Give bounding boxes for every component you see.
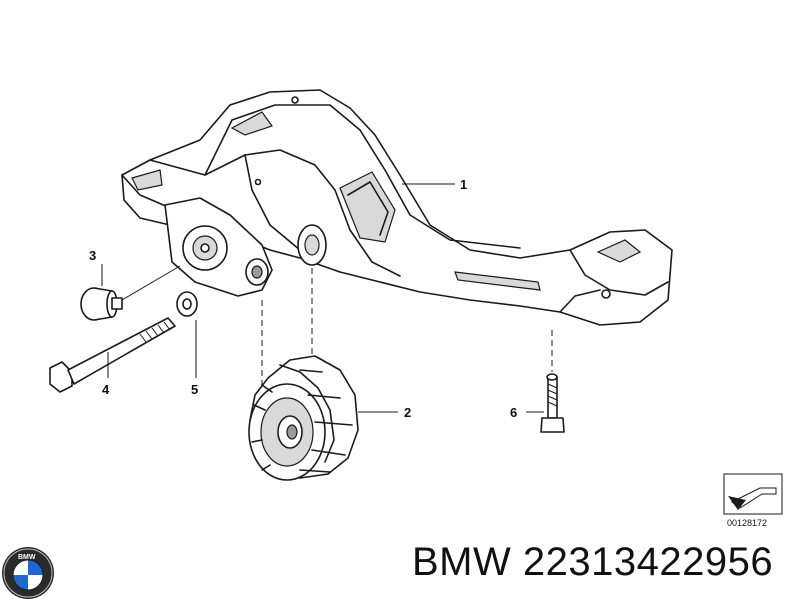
axle-carrier-part-1 xyxy=(121,89,673,326)
bmw-logo-icon: BMW xyxy=(2,547,54,599)
rubber-mount-part-2 xyxy=(248,355,359,481)
stopper-cap-part-3 xyxy=(80,287,123,321)
long-bolt-part-4 xyxy=(49,317,176,393)
callout-1: 1 xyxy=(460,177,467,192)
diagram-reference-box xyxy=(723,473,783,515)
svg-text:BMW: BMW xyxy=(18,554,36,561)
washer-part-5 xyxy=(176,291,198,317)
callout-6: 6 xyxy=(510,405,517,420)
short-bolt-part-6 xyxy=(540,373,565,433)
callout-2: 2 xyxy=(404,405,411,420)
leader-line-3b xyxy=(121,265,181,301)
arrow-icon xyxy=(728,496,746,510)
part-number-label: BMW 22313422956 xyxy=(412,540,774,584)
diagram-ref-number: 00128172 xyxy=(727,518,767,528)
callout-4: 4 xyxy=(102,382,110,397)
callout-3: 3 xyxy=(89,248,96,263)
callout-5: 5 xyxy=(191,382,198,397)
